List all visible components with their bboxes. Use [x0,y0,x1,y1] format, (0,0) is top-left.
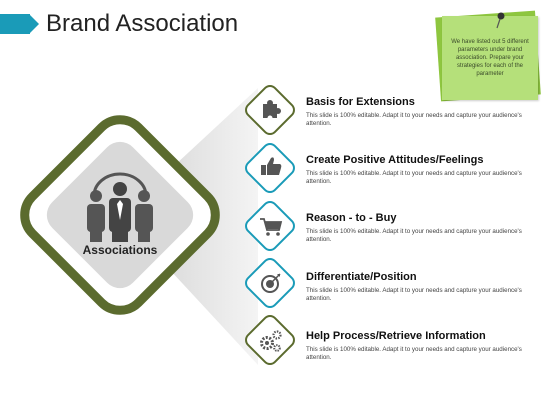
item-title-positive-attitudes: Create Positive Attitudes/Feelings [306,154,484,166]
sticky-note-text: We have listed out 5 different parameter… [451,39,529,77]
puzzle-icon [263,100,281,121]
gears-icon [260,330,282,352]
item-title-help-process: Help Process/Retrieve Information [306,330,486,342]
sticky-note: We have listed out 5 different parameter… [442,12,538,100]
thumbs-up-icon [261,157,282,175]
item-desc-help-process: This slide is 100% editable. Adapt it to… [306,346,522,361]
pushpin-icon [496,12,505,29]
item-desc-differentiate-position: This slide is 100% editable. Adapt it to… [306,287,522,302]
item-desc-positive-attitudes: This slide is 100% editable. Adapt it to… [306,170,522,185]
title-accent-bar [0,14,30,34]
item-desc-basis-for-extensions: This slide is 100% editable. Adapt it to… [306,112,522,127]
center-label: Associations [82,243,158,257]
item-title-basis-for-extensions: Basis for Extensions [306,96,415,108]
target-icon [261,273,281,293]
shopping-cart-icon [260,218,283,236]
business-team-icon [87,172,153,242]
item-title-reason-to-buy: Reason - to - Buy [306,212,397,224]
page-title: Brand Association [46,10,239,37]
item-title-differentiate-position: Differentiate/Position [306,271,417,283]
item-desc-reason-to-buy: This slide is 100% editable. Adapt it to… [306,228,522,243]
title-accent-arrow [29,14,39,34]
